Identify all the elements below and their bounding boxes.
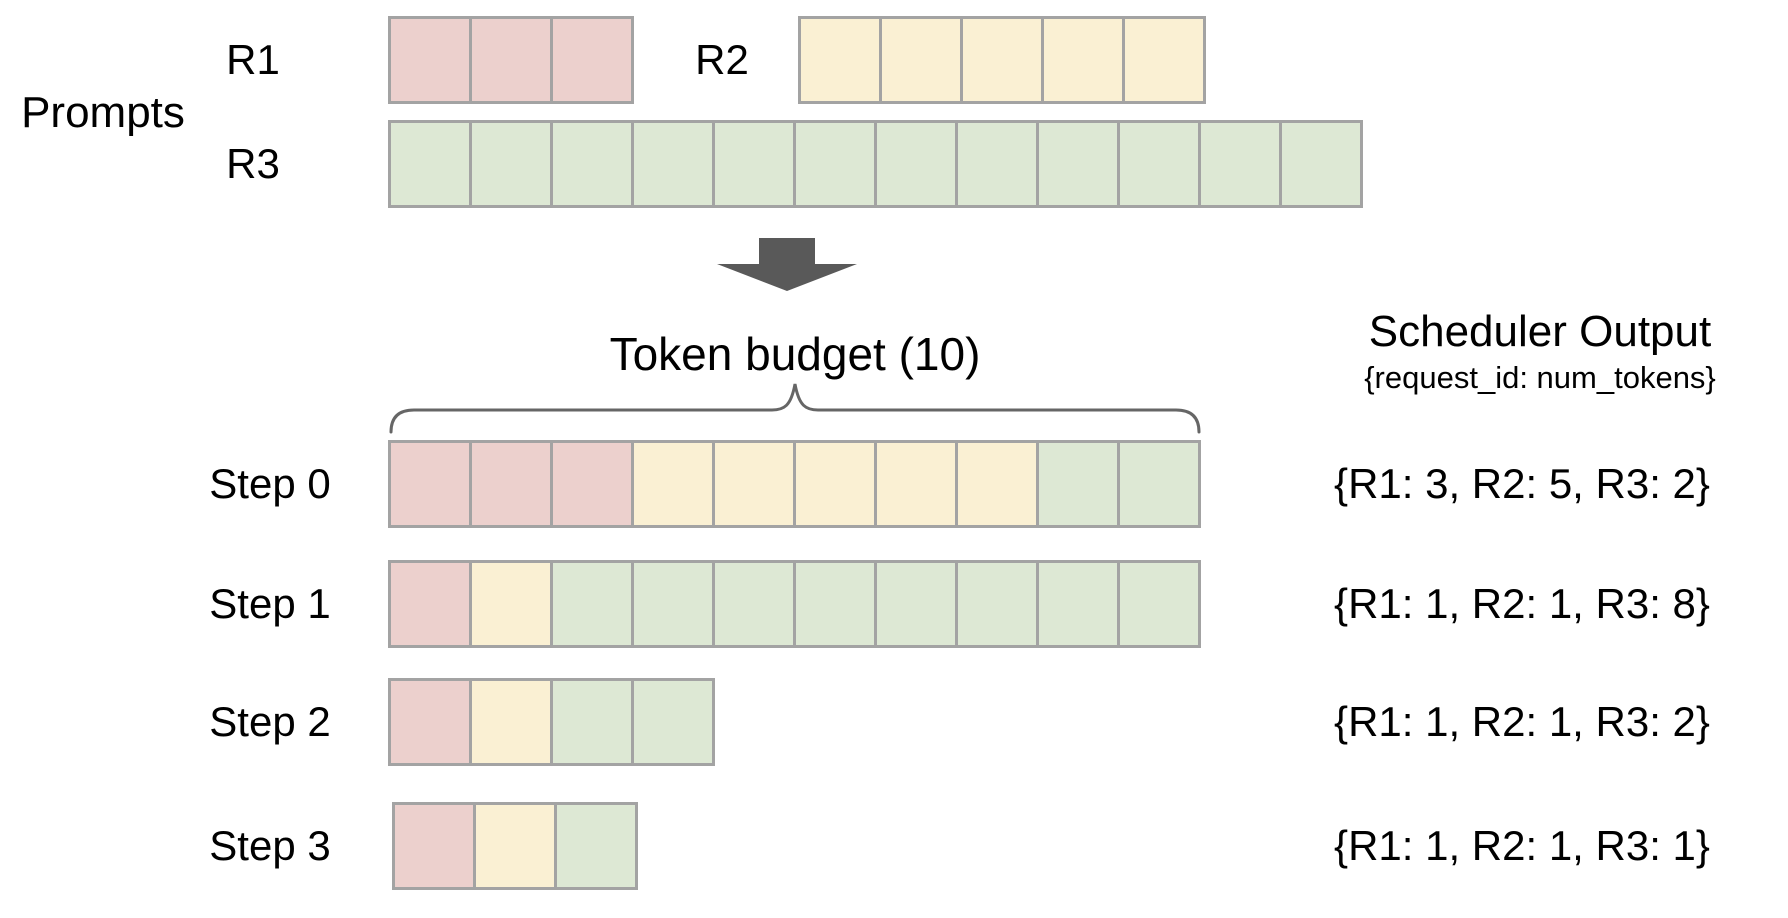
token-budget-label: Token budget (10) xyxy=(609,328,981,380)
token-cell-r2 xyxy=(631,440,715,528)
scheduler-output-line-2: {R1: 1, R2: 1, R3: 2} xyxy=(1334,698,1710,745)
token-cell-r1 xyxy=(550,440,634,528)
token-cell-r3 xyxy=(554,802,638,890)
down-arrow-icon xyxy=(717,238,857,291)
step-label-2: Step 2 xyxy=(209,698,331,745)
token-cell-r2 xyxy=(879,16,963,104)
scheduler-output-title: Scheduler Output xyxy=(1368,307,1712,356)
token-cell-r2 xyxy=(955,440,1039,528)
token-cell-r1 xyxy=(392,802,476,890)
step-label-0: Step 0 xyxy=(209,460,331,507)
token-cell-r3 xyxy=(388,120,472,208)
token-cell-r3 xyxy=(955,560,1039,648)
token-cell-r2 xyxy=(1122,16,1206,104)
step-row-0 xyxy=(388,440,1201,528)
token-cell-r3 xyxy=(1279,120,1363,208)
token-cell-r1 xyxy=(550,16,634,104)
token-cell-r3 xyxy=(955,120,1039,208)
token-cell-r3 xyxy=(1117,560,1201,648)
token-cell-r3 xyxy=(550,678,634,766)
token-cell-r1 xyxy=(388,560,472,648)
token-cell-r3 xyxy=(550,560,634,648)
token-cell-r2 xyxy=(798,16,882,104)
token-cell-r3 xyxy=(874,120,958,208)
step-label-1: Step 1 xyxy=(209,580,331,627)
step-row-2 xyxy=(388,678,715,766)
token-cell-r3 xyxy=(712,120,796,208)
scheduler-output-line-1: {R1: 1, R2: 1, R3: 8} xyxy=(1334,580,1710,627)
token-cell-r2 xyxy=(874,440,958,528)
token-budget-brace xyxy=(389,383,1201,434)
token-cell-r3 xyxy=(1036,440,1120,528)
step-row-1 xyxy=(388,560,1201,648)
token-cell-r2 xyxy=(960,16,1044,104)
token-cell-r3 xyxy=(550,120,634,208)
token-cell-r3 xyxy=(631,120,715,208)
token-cell-r3 xyxy=(712,560,796,648)
token-cell-r2 xyxy=(473,802,557,890)
token-cell-r2 xyxy=(1041,16,1125,104)
token-cell-r3 xyxy=(1198,120,1282,208)
token-cell-r3 xyxy=(1117,120,1201,208)
token-cell-r3 xyxy=(631,560,715,648)
token-cell-r1 xyxy=(469,440,553,528)
token-cell-r1 xyxy=(388,678,472,766)
scheduler-output-line-0: {R1: 3, R2: 5, R3: 2} xyxy=(1334,460,1710,507)
token-cell-r3 xyxy=(1036,120,1120,208)
step-row-3 xyxy=(392,802,638,890)
scheduler-output-subtitle: {request_id: num_tokens} xyxy=(1364,360,1716,395)
token-cell-r2 xyxy=(469,560,553,648)
prompt-row-r1 xyxy=(388,16,634,104)
token-cell-r1 xyxy=(469,16,553,104)
token-cell-r1 xyxy=(388,440,472,528)
token-cell-r2 xyxy=(469,678,553,766)
token-cell-r3 xyxy=(793,120,877,208)
request-label-r3: R3 xyxy=(226,140,280,187)
prompt-row-r3 xyxy=(388,120,1363,208)
token-cell-r1 xyxy=(388,16,472,104)
token-cell-r2 xyxy=(712,440,796,528)
token-cell-r3 xyxy=(469,120,553,208)
request-label-r1: R1 xyxy=(226,36,280,83)
token-cell-r3 xyxy=(631,678,715,766)
token-cell-r3 xyxy=(874,560,958,648)
prompt-row-r2 xyxy=(798,16,1206,104)
prompts-section-label: Prompts xyxy=(21,88,185,137)
step-label-3: Step 3 xyxy=(209,822,331,869)
scheduler-output-line-3: {R1: 1, R2: 1, R3: 1} xyxy=(1334,822,1710,869)
request-label-r2: R2 xyxy=(695,36,749,83)
token-cell-r3 xyxy=(793,560,877,648)
token-cell-r2 xyxy=(793,440,877,528)
token-cell-r3 xyxy=(1036,560,1120,648)
token-cell-r3 xyxy=(1117,440,1201,528)
